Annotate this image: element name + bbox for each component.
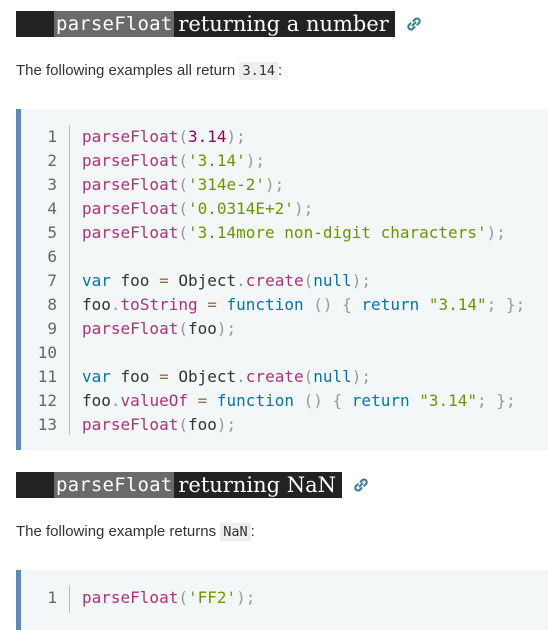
intro-end: : bbox=[277, 62, 283, 79]
code-line: 13 parseFloat(foo); bbox=[21, 412, 548, 436]
line-number: 4 bbox=[47, 198, 57, 218]
heading-bar: parseFloat returning a number bbox=[16, 11, 395, 37]
code-line: 2 parseFloat('3.14'); bbox=[21, 148, 548, 172]
code-line: 1 parseFloat('FF2'); bbox=[21, 585, 548, 609]
line-number: 7 bbox=[47, 270, 57, 290]
code-text: parseFloat(foo); bbox=[82, 414, 237, 434]
line-number: 13 bbox=[37, 414, 57, 434]
link-icon[interactable] bbox=[405, 15, 423, 33]
code-line: 4 parseFloat('0.0314E+2'); bbox=[21, 196, 548, 220]
line-number: 3 bbox=[47, 174, 57, 194]
line-number: 9 bbox=[47, 318, 57, 338]
code-text: parseFloat(foo); bbox=[82, 318, 237, 338]
code-text: var foo = Object.create(null); bbox=[82, 270, 372, 290]
heading-code: parseFloat bbox=[54, 11, 175, 37]
section-heading-returning-number: parseFloat returning a number bbox=[16, 11, 423, 37]
code-text: foo.valueOf = function () { return "3.14… bbox=[82, 390, 516, 410]
line-number: 10 bbox=[37, 342, 57, 362]
code-text: parseFloat('0.0314E+2'); bbox=[82, 198, 314, 218]
inline-code: NaN bbox=[220, 523, 251, 541]
section-heading-returning-nan: parseFloat returning NaN bbox=[16, 472, 370, 498]
intro-end: : bbox=[250, 523, 255, 540]
code-line: 6 bbox=[21, 244, 548, 268]
code-line: 9 parseFloat(foo); bbox=[21, 316, 548, 340]
code-block-examples[interactable]: 1 parseFloat(3.14); 2 parseFloat('3.14'); 3 p… bbox=[16, 109, 548, 450]
gutter-divider bbox=[69, 125, 70, 435]
intro-text: The following examples all return bbox=[16, 62, 240, 79]
code-line: 8 foo.toString = function () { return "3.… bbox=[21, 292, 548, 316]
intro-paragraph: The following example returns NaN: bbox=[16, 522, 255, 542]
code-text: parseFloat('3.14'); bbox=[82, 150, 266, 170]
line-number: 5 bbox=[47, 222, 57, 242]
code-line: 11 var foo = Object.create(null); bbox=[21, 364, 548, 388]
line-number: 1 bbox=[47, 126, 57, 146]
code-text: parseFloat('314e-2'); bbox=[82, 174, 285, 194]
inline-code: 3.14 bbox=[239, 62, 278, 80]
line-number: 1 bbox=[47, 587, 57, 607]
intro-paragraph: The following examples all return 3.14: bbox=[16, 61, 282, 81]
code-line: 3 parseFloat('314e-2'); bbox=[21, 172, 548, 196]
code-text: var foo = Object.create(null); bbox=[82, 366, 372, 386]
code-text: foo.toString = function () { return "3.1… bbox=[82, 294, 526, 314]
gutter-divider bbox=[69, 585, 70, 613]
code-line: 10 bbox=[21, 340, 548, 364]
code-block-nan-example[interactable]: 1 parseFloat('FF2'); bbox=[16, 570, 548, 630]
code-text: parseFloat('3.14more non-digit character… bbox=[82, 222, 506, 242]
code-line: 5 parseFloat('3.14more non-digit characte… bbox=[21, 220, 548, 244]
code-line: 12 foo.valueOf = function () { return "3.… bbox=[21, 388, 548, 412]
code-line: 1 parseFloat(3.14); bbox=[21, 124, 548, 148]
code-line: 7 var foo = Object.create(null); bbox=[21, 268, 548, 292]
line-number: 8 bbox=[47, 294, 57, 314]
heading-code: parseFloat bbox=[54, 472, 175, 498]
code-text: parseFloat(3.14); bbox=[82, 126, 246, 146]
link-icon[interactable] bbox=[352, 476, 370, 494]
line-number: 11 bbox=[37, 366, 57, 386]
heading-bar: parseFloat returning NaN bbox=[16, 472, 343, 498]
line-number: 6 bbox=[47, 246, 57, 266]
heading-text: returning NaN bbox=[178, 473, 337, 497]
line-number: 12 bbox=[37, 390, 57, 410]
heading-text: returning a number bbox=[178, 12, 389, 36]
code-text: parseFloat('FF2'); bbox=[82, 587, 256, 607]
intro-text: The following example returns bbox=[16, 523, 221, 540]
line-number: 2 bbox=[47, 150, 57, 170]
